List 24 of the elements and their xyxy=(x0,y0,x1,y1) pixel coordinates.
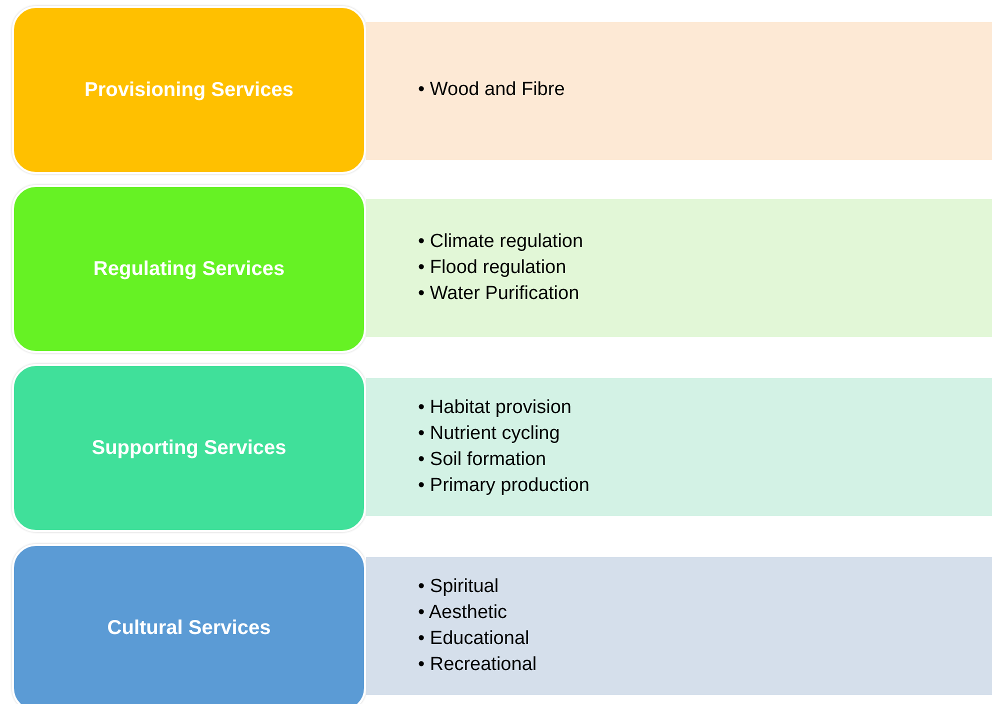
list-panel xyxy=(366,199,992,337)
category-box xyxy=(12,185,366,353)
list-item: • Nutrient cycling xyxy=(418,422,561,446)
category-label: Regulating Services xyxy=(93,258,285,280)
list-item: • Primary production xyxy=(418,474,590,498)
list-item: • Habitat provision xyxy=(418,396,572,420)
category-box xyxy=(12,6,366,174)
list-item: • Aesthetic xyxy=(418,601,508,625)
category-box xyxy=(12,544,366,704)
category-label: Provisioning Services xyxy=(84,78,294,102)
list-panel xyxy=(366,22,992,160)
list-item: • Water Purification xyxy=(418,282,580,306)
list-item: • Spiritual xyxy=(418,575,500,599)
list-item: • Soil formation xyxy=(418,448,548,472)
list-item: • Recreational xyxy=(418,653,537,677)
list-item: • Flood regulation xyxy=(418,256,568,280)
list-item: • Climate regulation xyxy=(418,230,584,254)
category-label: Cultural Services xyxy=(107,616,271,640)
category-label: Supporting Services xyxy=(92,436,286,460)
category-box xyxy=(12,364,366,532)
list-panel xyxy=(366,557,992,695)
list-panel xyxy=(366,378,992,516)
list-item: • Wood and Fibre xyxy=(418,78,565,102)
list-item: • Educational xyxy=(418,627,530,651)
